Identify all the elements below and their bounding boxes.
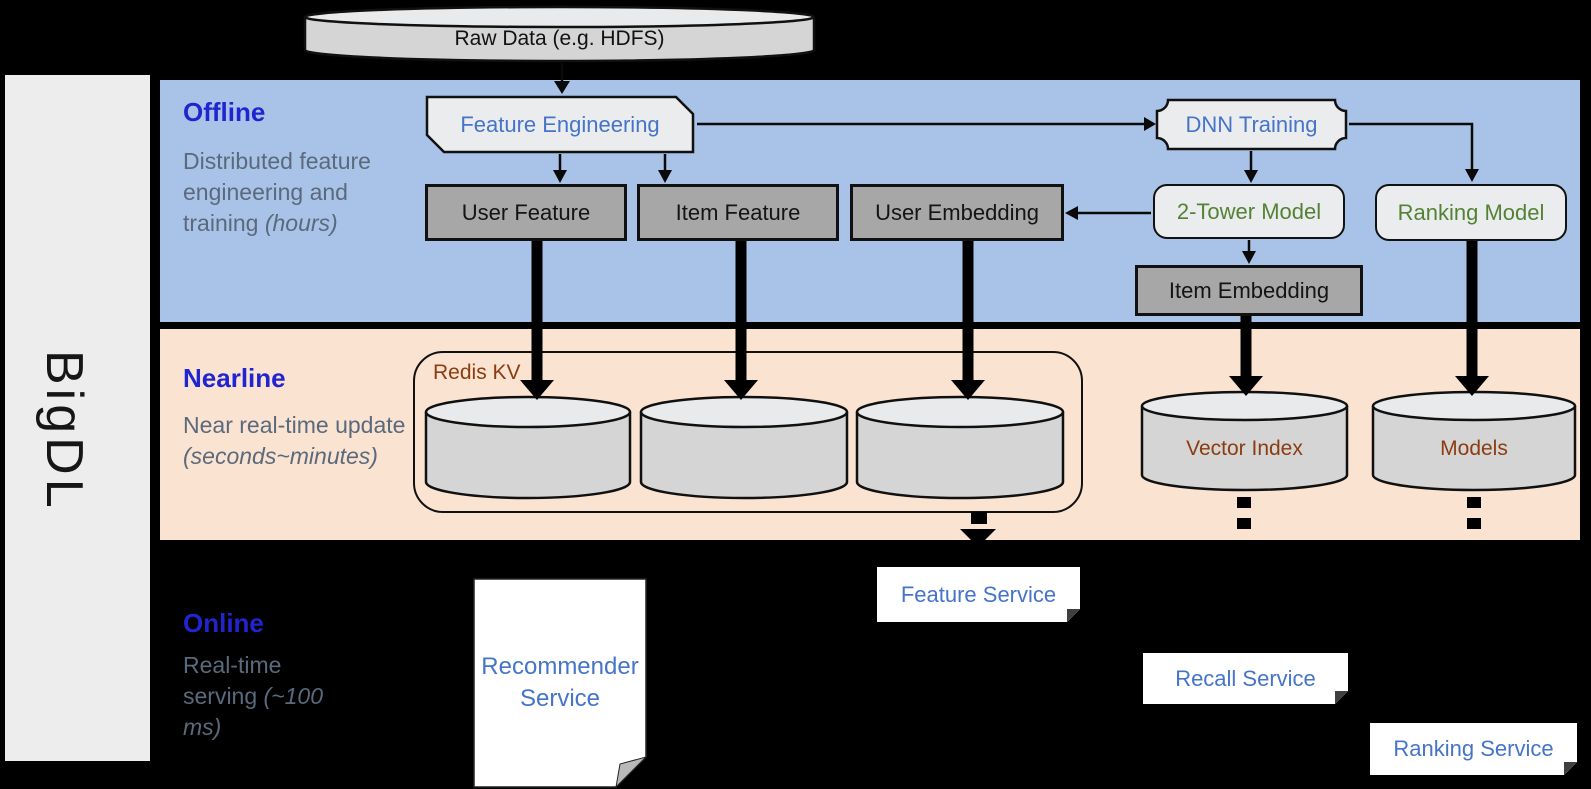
two-tower-model-node: 2-Tower Model [1153,184,1345,239]
item-embedding-node: Item Embedding [1135,265,1363,316]
bigdl-sidebar [3,73,152,763]
recommender-service-node: Recommender Service [473,578,647,788]
item-embedding-label: Item Embedding [1168,277,1330,303]
ranking-model-label: Ranking Model [1397,199,1545,225]
ranking-service-label: Ranking Service [1393,736,1554,761]
raw-data-cylinder: Raw Data (e.g. HDFS) [303,5,816,63]
feature-service-label: Feature Service [900,581,1057,607]
feature-engineering-label: Feature Engineering [460,111,660,137]
page-fold-icon [1067,609,1080,622]
offline-label: Offline [183,97,266,127]
models-cylinder: Models [1371,390,1577,492]
item-feature-node: Item Feature [637,184,839,241]
offline-description: Distributed feature engineering and trai… [183,148,371,236]
redis-cylinder-1 [424,395,632,500]
dnn-training-label: DNN Training [1185,111,1318,137]
online-description: Real-time serving (~100 ms) [183,652,324,740]
user-embedding-label: User Embedding [875,199,1039,225]
user-embedding-node: User Embedding [850,184,1064,241]
item-feature-label: Item Feature [675,199,801,225]
user-feature-node: User Feature [425,184,627,241]
recall-service-label: Recall Service [1175,665,1316,691]
online-label: Online [183,608,264,638]
vector-index-cylinder: Vector Index [1140,390,1349,492]
page-fold-icon [1335,691,1348,704]
nearline-label: Nearline [183,363,286,393]
models-label: Models [1440,437,1508,460]
redis-cylinder-2 [639,395,849,500]
dnn-training-node: DNN Training [1155,98,1348,151]
vector-index-label: Vector Index [1186,437,1303,460]
recall-service-node: Recall Service [1143,653,1348,704]
redis-kv-label: Redis KV [433,361,521,384]
user-feature-label: User Feature [461,199,591,225]
ranking-service-node: Ranking Service [1370,723,1577,775]
redis-kv-container [413,351,1083,513]
bigdl-title: BigDL [35,350,93,512]
raw-data-label: Raw Data (e.g. HDFS) [454,27,665,50]
recommender-service-label: Recommender Service [481,653,639,712]
feature-engineering-node: Feature Engineering [425,95,695,154]
ranking-model-node: Ranking Model [1375,184,1567,241]
feature-service-node: Feature Service [877,567,1080,622]
redis-cylinder-3 [855,395,1065,500]
page-fold-icon [1564,762,1577,775]
nearline-description: Near real-time update (seconds~minutes) [183,412,406,469]
two-tower-model-label: 2-Tower Model [1176,198,1322,224]
